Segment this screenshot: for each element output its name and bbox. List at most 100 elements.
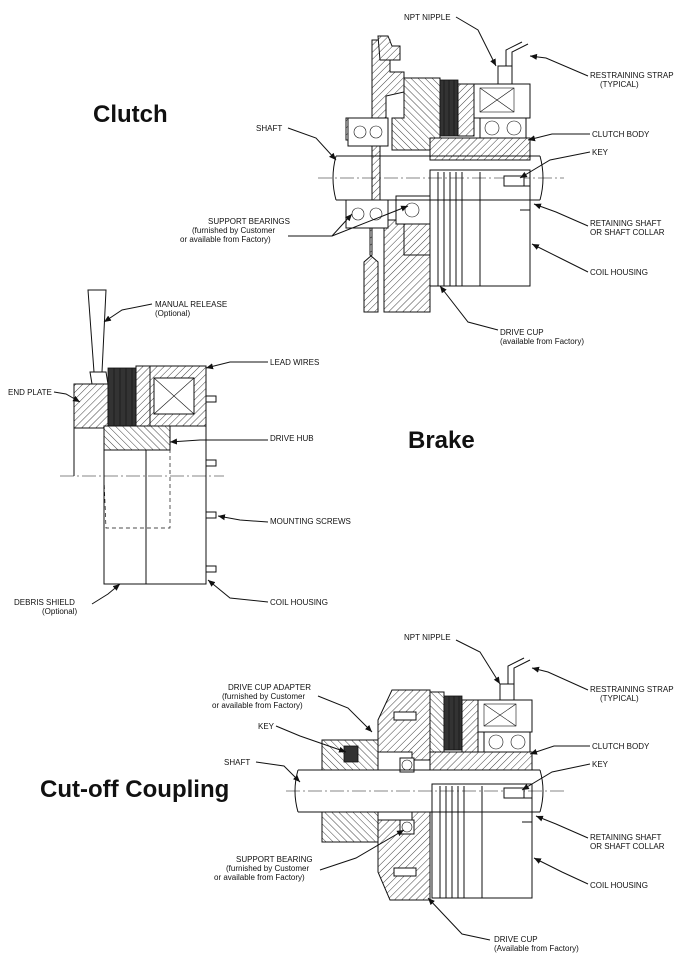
clutch-label-support-bearings-2: (furnished by Customer xyxy=(192,226,275,235)
coupling-label-support-bearing: SUPPORT BEARING xyxy=(236,855,313,864)
brake-label-end-plate: END PLATE xyxy=(8,388,52,397)
clutch-bearing-upper xyxy=(347,117,389,147)
brake-leader-manual xyxy=(103,303,153,323)
coupling-key-right xyxy=(503,787,525,799)
coupling-bolt-upper xyxy=(393,711,417,721)
clutch-leader-npt xyxy=(455,16,497,67)
brake-end-plate xyxy=(73,383,109,429)
clutch-label-drive-cup: DRIVE CUP xyxy=(500,328,544,337)
clutch-title: Clutch xyxy=(93,101,168,128)
brake-leader-coil xyxy=(207,579,269,603)
brake-section: Brake xyxy=(8,289,475,616)
coupling-drive-cup-upper xyxy=(429,691,445,761)
clutch-mounting-flange xyxy=(345,39,405,313)
coupling-leader-key-right xyxy=(521,763,591,791)
clutch-leader-body xyxy=(527,133,590,142)
coupling-label-clutch-body: CLUTCH BODY xyxy=(592,742,650,751)
brake-label-lead-wires: LEAD WIRES xyxy=(270,358,319,367)
clutch-coil-housing-upper xyxy=(473,83,531,119)
clutch-npt-nipple xyxy=(497,65,513,85)
clutch-bearing-ball-1 xyxy=(353,125,367,139)
coupling-leader-drive-cup xyxy=(427,897,491,941)
clutch-leader-key xyxy=(519,151,591,179)
clutch-section: Clutch xyxy=(93,13,674,346)
brake-label-drive-hub: DRIVE HUB xyxy=(270,434,314,443)
brake-label-debris-shield-2: (Optional) xyxy=(42,607,77,616)
brake-leader-lead-wires xyxy=(205,361,268,370)
clutch-bearing-ball-2 xyxy=(369,125,383,139)
brake-screw-1 xyxy=(205,395,217,403)
coupling-label-retaining: RETAINING SHAFT xyxy=(590,833,662,842)
coupling-label-support-bearing-2: (furnished by Customer xyxy=(226,864,309,873)
coupling-label-coil-housing: COIL HOUSING xyxy=(590,881,648,890)
brake-leader-end-plate xyxy=(53,391,81,403)
coupling-label-drive-cup: DRIVE CUP xyxy=(494,935,538,944)
brake-label-mounting-screws: MOUNTING SCREWS xyxy=(270,517,351,526)
clutch-leader-bearings-a xyxy=(288,213,353,237)
brake-drive-hub xyxy=(103,425,171,451)
clutch-label-restraining-strap: RESTRAINING STRAP xyxy=(590,71,674,80)
coupling-label-drive-cup-2: (Available from Factory) xyxy=(494,944,579,953)
coupling-leader-adapter xyxy=(317,695,373,733)
brake-screw-3 xyxy=(205,511,217,519)
clutch-strap xyxy=(505,41,523,66)
coupling-label-adapter-2: (furnished by Customer xyxy=(222,692,305,701)
clutch-label-npt-nipple: NPT NIPPLE xyxy=(404,13,451,22)
coupling-label-retaining-2: OR SHAFT COLLAR xyxy=(590,842,665,851)
coupling-key-left xyxy=(343,745,359,763)
coupling-hub xyxy=(429,751,533,771)
coupling-label-restraining-strap: RESTRAINING STRAP xyxy=(590,685,674,694)
coupling-left-hub-lower xyxy=(321,811,379,843)
clutch-leader-strap xyxy=(529,53,589,77)
brake-leader-screws xyxy=(217,514,269,523)
brake-screw-2 xyxy=(205,459,217,467)
coupling-leader-shaft xyxy=(255,761,301,783)
clutch-bearing-inner xyxy=(479,117,527,139)
clutch-label-drive-cup-2: (available from Factory) xyxy=(500,337,584,346)
coupling-npt-nipple xyxy=(499,683,515,701)
brake-label-coil-housing: COIL HOUSING xyxy=(270,598,328,607)
brake-armature xyxy=(135,365,151,427)
coupling-leader-retaining xyxy=(535,815,589,839)
coupling-lower-outline xyxy=(431,783,533,899)
coupling-adapter-upper xyxy=(377,689,431,761)
clutch-drive-cup-upper xyxy=(391,77,441,151)
clutch-bearing-ball-4 xyxy=(369,207,383,221)
clutch-armature xyxy=(457,83,475,137)
coupling-leader-key-left xyxy=(275,725,347,753)
brake-lower-outline xyxy=(73,426,207,585)
clutch-coil xyxy=(479,87,515,113)
clutch-flange-tab xyxy=(377,35,401,61)
coupling-label-key-right: KEY xyxy=(592,760,609,769)
clutch-label-key: KEY xyxy=(592,148,609,157)
coupling-label-restraining-strap-2: (TYPICAL) xyxy=(600,694,639,703)
coupling-bearing-inner xyxy=(483,731,531,753)
brake-label-debris-shield: DEBRIS SHIELD xyxy=(14,598,75,607)
coupling-leader-npt xyxy=(455,639,501,685)
clutch-label-clutch-body: CLUTCH BODY xyxy=(592,130,650,139)
coupling-label-key-left: KEY xyxy=(258,722,275,731)
brake-leader-debris xyxy=(91,583,121,605)
coupling-leader-coil xyxy=(533,857,589,885)
coupling-leader-strap xyxy=(531,666,589,691)
brake-manual-release-lever xyxy=(87,289,107,373)
coupling-coil xyxy=(483,703,517,727)
coupling-label-shaft: SHAFT xyxy=(224,758,250,767)
clutch-label-retaining-2: OR SHAFT COLLAR xyxy=(590,228,665,237)
clutch-leader-retaining xyxy=(533,203,589,227)
coupling-label-adapter: DRIVE CUP ADAPTER xyxy=(228,683,311,692)
clutch-lower-outline xyxy=(429,169,531,287)
brake-label-manual-release: MANUAL RELEASE xyxy=(155,300,227,309)
clutch-leader-drive-cup xyxy=(439,285,499,331)
clutch-hub xyxy=(429,137,531,161)
clutch-leader-coil xyxy=(531,243,589,273)
brake-screw-4 xyxy=(205,565,217,573)
clutch-label-retaining: RETAINING SHAFT xyxy=(590,219,662,228)
coupling-leader-body xyxy=(529,745,590,755)
coupling-armature xyxy=(461,699,479,753)
coupling-label-support-bearing-3: or available from Factory) xyxy=(214,873,305,882)
clutch-label-support-bearings-3: or available from Factory) xyxy=(180,235,271,244)
clutch-leader-bearings-b xyxy=(331,205,409,237)
coupling-label-npt-nipple: NPT NIPPLE xyxy=(404,633,451,642)
brake-label-manual-release-2: (Optional) xyxy=(155,309,190,318)
